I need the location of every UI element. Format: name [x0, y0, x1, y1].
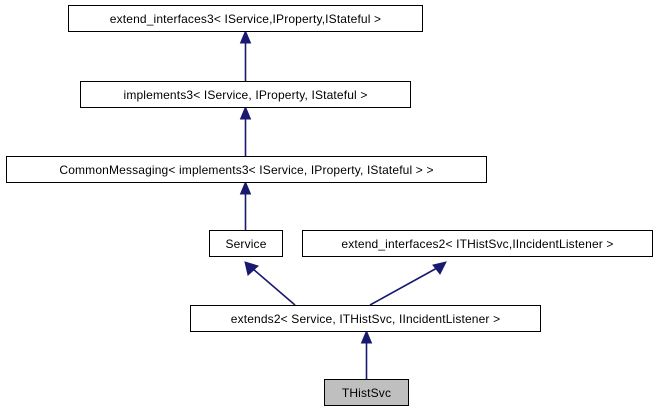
node-commonmessaging[interactable]: CommonMessaging< implements3< IService, …: [6, 156, 487, 183]
edge-extends2-to-extend_interfaces2: [369, 261, 447, 306]
node-label: CommonMessaging< implements3< IService, …: [59, 162, 434, 177]
node-label: THistSvc: [341, 385, 392, 400]
edge-thistsvc-to-extends2: [360, 329, 373, 379]
edge-commonmessaging-to-implements3: [239, 105, 252, 156]
node-label: extend_interfaces2< ITHistSvc,IIncidentL…: [341, 236, 614, 251]
node-implements3[interactable]: implements3< IService, IProperty, IState…: [80, 81, 411, 108]
node-extend-interfaces2[interactable]: extend_interfaces2< ITHistSvc,IIncidentL…: [302, 230, 653, 257]
node-label: extends2< Service, ITHistSvc, IIncidentL…: [230, 311, 501, 326]
node-extend-interfaces3[interactable]: extend_interfaces3< IService,IProperty,I…: [68, 5, 423, 32]
node-label: implements3< IService, IProperty, IState…: [123, 87, 368, 102]
edge-implements3-to-extend_interfaces3: [239, 29, 252, 81]
edge-service-to-commonmessaging: [239, 180, 252, 230]
node-label: extend_interfaces3< IService,IProperty,I…: [109, 11, 382, 26]
node-extends2[interactable]: extends2< Service, ITHistSvc, IIncidentL…: [190, 305, 541, 332]
node-service[interactable]: Service: [209, 230, 283, 257]
node-thistsvc[interactable]: THistSvc: [324, 379, 409, 406]
edge-extends2-to-service: [244, 261, 296, 306]
node-label: Service: [225, 236, 267, 251]
